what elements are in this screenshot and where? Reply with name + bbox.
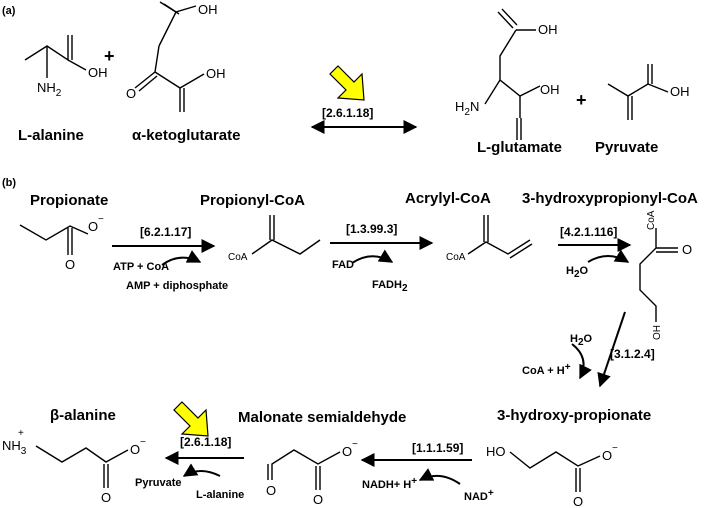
svg-text:O: O (602, 448, 612, 463)
cofactor-arrow-2 (351, 249, 394, 264)
cofactor-h2o-4: H2O (570, 333, 593, 348)
svg-text:O: O (573, 494, 583, 508)
svg-text:OH: OH (88, 65, 108, 80)
svg-text:−: − (352, 439, 358, 450)
enzyme-ec-2-6-1-18-b: [2.6.1.18] (180, 435, 231, 449)
compound-acrylyl-coa: Acrylyl-CoA (405, 190, 491, 207)
cofactor-fad: FAD (332, 259, 354, 271)
svg-text:OH: OH (540, 82, 560, 97)
reaction-arrow-4 (597, 311, 626, 388)
svg-text:OH: OH (198, 2, 218, 17)
svg-text:CoA: CoA (446, 252, 466, 263)
svg-text:O: O (88, 219, 98, 234)
cofactor-nad: NAD+ (464, 488, 494, 503)
svg-text:+: + (18, 428, 24, 439)
beta-alanine-structure: NH3 + O − O (2, 428, 146, 505)
malonate-semialdehyde-structure: O O − O (266, 439, 358, 507)
highlight-arrow-icon-2 (173, 401, 209, 437)
svg-text:−: − (140, 437, 146, 448)
svg-text:O: O (682, 242, 692, 257)
pyruvate-structure: OH (607, 64, 690, 120)
l-alanine-structure: OH NH2 (24, 35, 108, 99)
cofactor-arrow-5 (418, 468, 461, 485)
svg-text:OH: OH (538, 22, 558, 37)
3-hydroxypropionyl-coa-structure: CoA O OH (639, 210, 692, 340)
cofactor-arrow-3 (587, 249, 630, 263)
svg-text:O: O (126, 86, 136, 101)
svg-text:CoA: CoA (646, 210, 657, 230)
enzyme-ec-1-1-1-59: [1.1.1.59] (412, 441, 463, 455)
compound-propionate: Propionate (30, 192, 108, 209)
l-glutamate-structure: OH OH H2N (455, 8, 560, 140)
svg-text:OH: OH (670, 84, 690, 99)
cofactor-h2o-3: H2O (566, 265, 589, 280)
svg-text:O: O (130, 442, 140, 457)
svg-text:H2N: H2N (455, 99, 479, 118)
enzyme-ec-6-2-1-17: [6.2.1.17] (140, 225, 191, 239)
cofactor-l-alanine: L-alanine (196, 489, 244, 501)
enzyme-ec-4-2-1-116: [4.2.1.116] (560, 225, 617, 239)
panel-label-b: (b) (2, 177, 16, 189)
cofactor-arrow-6 (182, 463, 221, 477)
panel-label-a: (a) (2, 5, 16, 17)
svg-text:OH: OH (206, 66, 226, 81)
enzyme-ec-3-1-2-4: [3.1.2.4] (610, 347, 655, 361)
svg-text:O: O (101, 490, 111, 505)
cofactor-amp-diphosphate: AMP + diphosphate (126, 280, 228, 292)
svg-text:O: O (313, 492, 323, 507)
compound-pyruvate: Pyruvate (595, 139, 658, 156)
alpha-ketoglutarate-structure: OH OH O (126, 1, 226, 112)
enzyme-ec-1-3-99-3: [1.3.99.3] (346, 222, 397, 236)
compound-alpha-ketoglutarate: α-ketoglutarate (132, 127, 240, 144)
3-hydroxy-propionate-structure: HO O − O (486, 443, 618, 508)
svg-text:O: O (65, 257, 75, 272)
propionate-structure: O − O (19, 214, 104, 272)
cofactor-nadh: NADH+ H+ (362, 476, 417, 491)
acrylyl-coa-structure: CoA (446, 215, 533, 263)
svg-text:CoA: CoA (228, 252, 248, 263)
cofactor-pyruvate: Pyruvate (135, 477, 181, 489)
propionyl-coa-structure: CoA (228, 215, 321, 263)
svg-text:HO: HO (486, 444, 506, 459)
enzyme-ec-2-6-1-18-a: [2.6.1.18] (322, 106, 373, 120)
compound-l-glutamate: L-glutamate (477, 139, 562, 156)
compound-propionyl-coa: Propionyl-CoA (200, 192, 305, 209)
svg-text:NH3: NH3 (2, 438, 27, 457)
cofactor-arrow-4 (571, 343, 592, 380)
cofactor-coa-h: CoA + H+ (522, 362, 571, 377)
svg-text:−: − (612, 443, 618, 454)
compound-3-hydroxypropionyl-coa: 3-hydroxypropionyl-CoA (522, 190, 698, 207)
compound-3-hydroxy-propionate: 3-hydroxy-propionate (497, 407, 651, 424)
highlight-arrow-icon (329, 65, 365, 101)
plus-sign-2: + (576, 90, 587, 110)
compound-l-alanine: L-alanine (18, 127, 84, 144)
cofactor-arrow-1 (161, 250, 202, 266)
svg-text:O: O (342, 444, 352, 459)
compound-malonate-semialdehyde: Malonate semialdehyde (238, 409, 406, 426)
plus-sign: + (104, 46, 115, 66)
compound-beta-alanine: β-alanine (50, 407, 116, 424)
svg-text:−: − (98, 214, 104, 225)
svg-text:NH2: NH2 (37, 80, 62, 99)
svg-text:OH: OH (652, 325, 663, 340)
svg-text:O: O (266, 483, 276, 498)
cofactor-fadh2: FADH2 (372, 279, 408, 294)
cofactor-atp-coa: ATP + CoA (113, 261, 169, 273)
